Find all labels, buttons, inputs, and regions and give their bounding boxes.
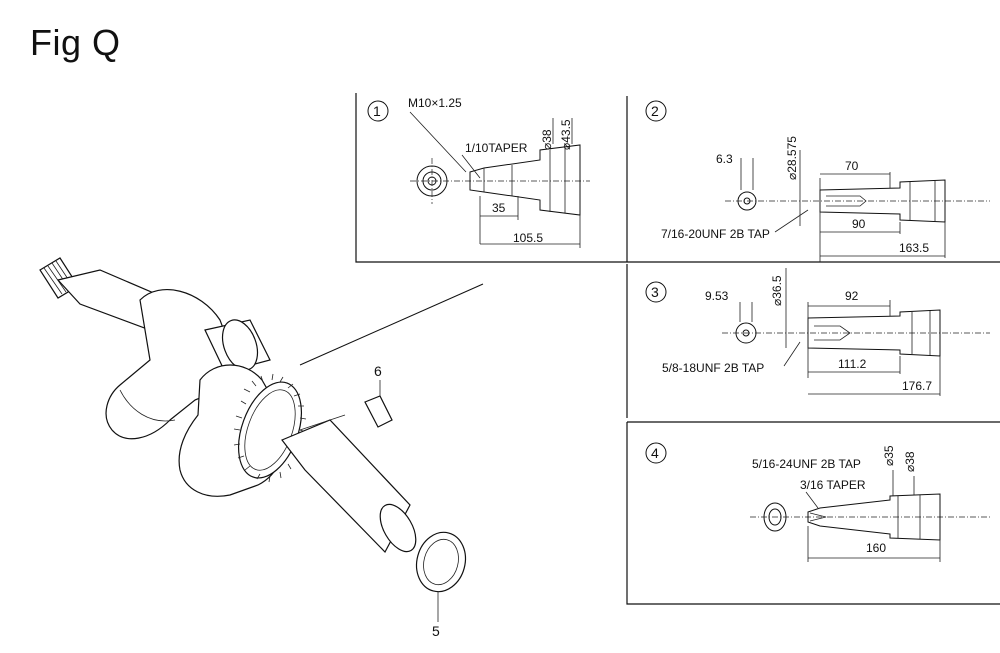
variant-3-len-c: 176.7 — [902, 379, 932, 393]
variant-2-len-b: 90 — [852, 217, 866, 231]
variant-2-offset: 6.3 — [716, 152, 733, 166]
variant-1-dia-a: ⌀38 — [540, 129, 554, 150]
variant-leader-line — [299, 283, 484, 366]
crankshaft — [39, 257, 417, 554]
variant-2-index: 2 — [651, 103, 659, 119]
variant-4-taper: 3/16 TAPER — [800, 478, 866, 492]
variant-1-index: 1 — [373, 103, 381, 119]
variant-3-len-a: 92 — [845, 289, 859, 303]
variant-2-len-a: 70 — [845, 159, 859, 173]
variant-3-tap: 5/8-18UNF 2B TAP — [662, 361, 764, 375]
variant-2-len-c: 163.5 — [899, 241, 929, 255]
variant-1-len-b: 105.5 — [513, 231, 543, 245]
figure-title: Fig Q — [30, 22, 121, 63]
variant-1: 1 M10×1.25 1/10TAPER ⌀38 ⌀43.5 35 105.5 — [367, 96, 590, 248]
callout-5: 5 — [432, 623, 440, 639]
variant-1-dia-b: ⌀43.5 — [559, 119, 573, 150]
woodruff-key — [364, 380, 393, 428]
variant-4-len-a: 160 — [866, 541, 886, 555]
variant-2-tap: 7/16-20UNF 2B TAP — [661, 227, 770, 241]
variant-frames — [355, 93, 1000, 605]
variant-1-len-a: 35 — [492, 201, 506, 215]
variant-4: 4 5/16-24UNF 2B TAP ⌀35 ⌀38 3/16 TAPER 1… — [645, 442, 990, 562]
variant-4-dia-a: ⌀35 — [882, 445, 896, 466]
variant-3-index: 3 — [651, 284, 659, 300]
callout-6: 6 — [374, 363, 382, 379]
variant-3-len-b: 111.2 — [838, 357, 867, 371]
variant-4-index: 4 — [651, 445, 659, 461]
variant-2-dia: ⌀28.575 — [785, 136, 799, 180]
variant-1-thread: M10×1.25 — [408, 96, 462, 110]
variant-3-dia: ⌀36.5 — [770, 275, 784, 306]
variant-3: 3 9.53 ⌀36.5 92 111.2 176.7 5/8-18UNF 2B… — [645, 268, 990, 396]
variant-2: 2 6.3 ⌀28.575 70 90 163.5 7/16-20UNF 2B … — [645, 100, 990, 262]
thrust-washer — [415, 531, 467, 622]
variant-1-taper: 1/10TAPER — [465, 141, 528, 155]
variant-4-dia-b: ⌀38 — [903, 451, 917, 472]
variant-4-tap: 5/16-24UNF 2B TAP — [752, 457, 861, 471]
variant-3-offset: 9.53 — [705, 289, 729, 303]
